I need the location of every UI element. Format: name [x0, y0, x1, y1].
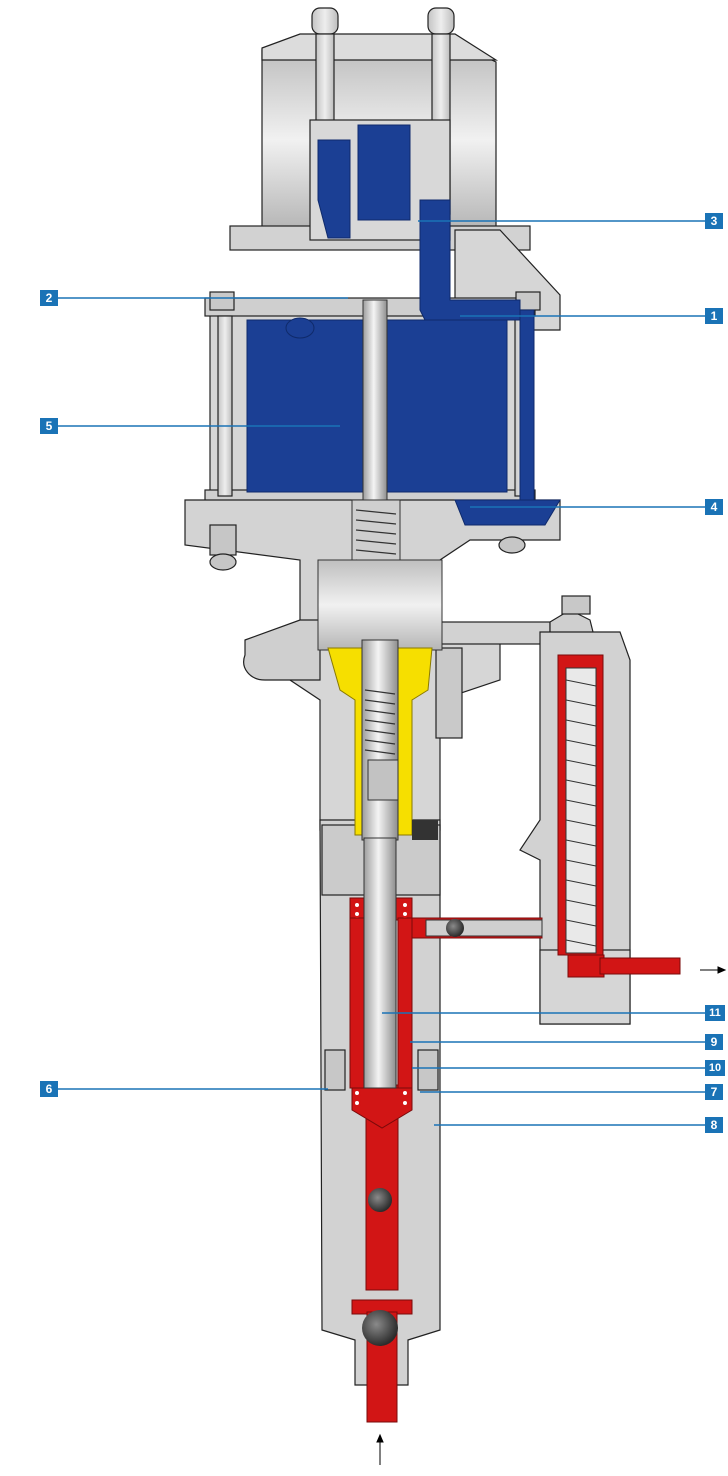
callout-label-7: 7	[710, 1085, 718, 1099]
piston-check-ball	[368, 1188, 392, 1212]
foot-dome-left	[209, 553, 237, 571]
callout-lines	[58, 220, 705, 1126]
pump-plunger	[363, 837, 397, 1089]
spring-upper	[355, 509, 397, 565]
air-channel-side	[519, 309, 535, 501]
foot-nut-left	[209, 524, 237, 556]
lower-air-pocket	[454, 499, 561, 526]
callout-label-5: 5	[45, 419, 53, 433]
callout-label-3: 3	[710, 214, 718, 228]
air-inlet-blob	[285, 317, 315, 339]
foot-dome-right	[498, 536, 526, 554]
cap-nut-right	[427, 7, 455, 35]
callout-label-6: 6	[45, 1082, 53, 1096]
fluid-sleeve-left	[349, 917, 365, 1089]
valve-air-center	[357, 124, 411, 221]
valve-air-left	[317, 139, 351, 239]
nut-top-left	[209, 291, 235, 311]
check-valve-body	[435, 647, 463, 739]
outlet-elbow-left	[243, 619, 321, 681]
callout-badges	[40, 213, 725, 1133]
fluid-sleeve-right	[397, 917, 413, 1089]
callout-label-9: 9	[710, 1035, 718, 1049]
lower-cylinder-barrel	[317, 559, 443, 651]
rod-coupling	[367, 759, 399, 801]
callout-label-2: 2	[45, 291, 53, 305]
piston-crown	[351, 1087, 413, 1129]
motor-lid	[261, 33, 499, 61]
filter-outlet-pipe	[599, 957, 681, 975]
seals	[353, 901, 409, 1107]
callout-label-8: 8	[710, 1118, 718, 1132]
filter-outlet	[567, 954, 605, 978]
callout-label-4: 4	[710, 500, 718, 514]
callout-label-1: 1	[710, 309, 718, 323]
tie-rod-left	[217, 315, 233, 497]
callout-label-11: 11	[709, 1007, 721, 1019]
cap-nut-left	[311, 7, 339, 35]
side-fitting-nut	[561, 595, 591, 615]
filter-mesh	[565, 667, 597, 954]
outlet-check-ball	[446, 919, 464, 937]
outlet-pipe	[425, 919, 543, 937]
coupling-nut	[412, 820, 438, 840]
lower-sleeve-right	[417, 1049, 439, 1091]
callout-label-10: 10	[708, 1062, 722, 1074]
spring-lower	[364, 689, 396, 755]
side-fitting-pipe	[439, 621, 551, 645]
lower-sleeve-left	[324, 1049, 346, 1091]
inlet-check-ball	[362, 1310, 398, 1346]
flow-arrows	[376, 966, 727, 1465]
